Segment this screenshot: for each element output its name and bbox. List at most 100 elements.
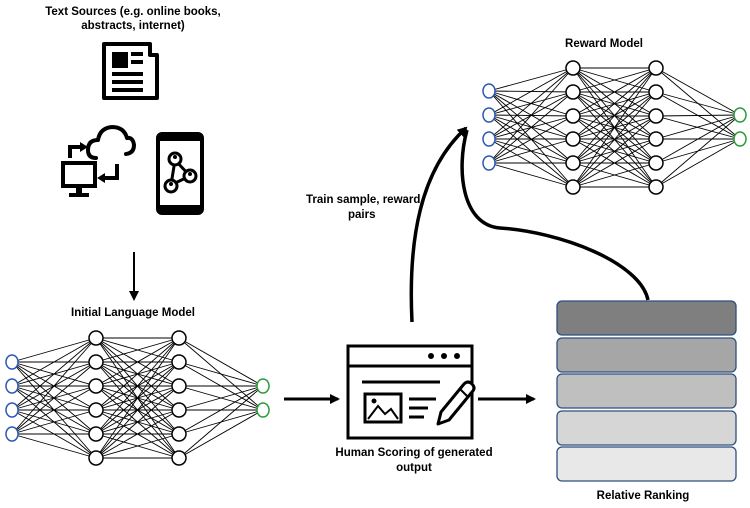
initial-model-hidden-node xyxy=(88,330,104,346)
reward-model-connection xyxy=(655,91,741,116)
initial-model-input-node xyxy=(5,354,19,370)
initial-language-model-network xyxy=(5,330,270,466)
train-sample-label-line2: pairs xyxy=(348,209,376,221)
initial-model-title: Initial Language Model xyxy=(71,307,195,319)
initial-model-connection xyxy=(11,337,97,411)
initial-model-connection xyxy=(178,385,264,411)
reward-model-connection xyxy=(655,114,741,140)
reward-model-input-node xyxy=(482,83,496,99)
newspaper-icon xyxy=(102,42,159,100)
initial-model-connection xyxy=(178,385,264,435)
initial-model-hidden-node xyxy=(171,402,187,418)
reward-model-connection xyxy=(572,162,657,188)
initial-model-connection xyxy=(11,433,97,459)
initial-model-connection xyxy=(178,385,264,459)
reward-model-hidden-node xyxy=(648,108,664,124)
initial-model-connection xyxy=(95,385,180,459)
reward-model-connection xyxy=(655,114,741,164)
initial-model-output-node xyxy=(256,402,270,418)
initial-model-connection xyxy=(178,409,264,459)
reward-model-connection xyxy=(572,67,657,117)
train-sample-label-line1: Train sample, reward xyxy=(306,194,420,206)
reward-model-connection xyxy=(488,115,574,164)
reward-model-hidden-node xyxy=(565,131,581,147)
reward-model-input-node xyxy=(482,131,496,147)
initial-model-hidden-node xyxy=(171,450,187,466)
initial-model-connection xyxy=(95,337,180,411)
initial-model-connection xyxy=(11,385,97,435)
initial-model-connection xyxy=(11,337,97,387)
initial-model-connection xyxy=(11,409,97,435)
initial-model-hidden-node xyxy=(171,426,187,442)
reward-model-hidden-node xyxy=(648,179,664,195)
initial-model-hidden-node xyxy=(171,330,187,346)
initial-model-hidden-node xyxy=(171,378,187,394)
reward-model-connection xyxy=(655,114,741,117)
initial-model-hidden-node xyxy=(88,354,104,370)
reward-model-connection xyxy=(572,67,657,140)
reward-model-connection xyxy=(488,162,574,188)
initial-model-connection xyxy=(95,337,180,387)
reward-model-connection xyxy=(488,67,574,164)
ranking-tier-1 xyxy=(556,300,737,336)
initial-model-connection xyxy=(95,361,180,459)
initial-model-connection xyxy=(95,337,180,363)
reward-model-connection xyxy=(488,91,574,164)
reward-model-hidden-node xyxy=(648,84,664,100)
reward-model-network xyxy=(482,60,747,195)
reward-model-connection xyxy=(572,67,657,188)
reward-model-output-node xyxy=(733,107,747,123)
reward-model-hidden-node xyxy=(565,60,581,76)
cloud-sync-computer-icon xyxy=(61,125,136,197)
reward-model-input-node xyxy=(482,107,496,123)
reward-model-hidden-node xyxy=(648,60,664,76)
reward-model-connection xyxy=(572,67,657,93)
initial-model-connection xyxy=(178,361,264,387)
reward-model-connection xyxy=(488,67,574,140)
relative-ranking-label: Relative Ranking xyxy=(597,490,690,502)
reward-model-connection xyxy=(655,138,741,188)
reward-model-connection xyxy=(572,91,657,188)
text-sources-title-line2: abstracts, internet) xyxy=(81,20,185,32)
train-pairs-arrow xyxy=(409,126,468,323)
reward-model-connection xyxy=(572,138,657,188)
initial-model-connection xyxy=(11,361,97,435)
ranking-tier-5 xyxy=(556,446,737,482)
ranking-tier-2 xyxy=(556,337,737,373)
reward-model-output-node xyxy=(733,131,747,147)
reward-model-hidden-node xyxy=(565,179,581,195)
initial-model-input-node xyxy=(5,378,19,394)
reward-model-hidden-node xyxy=(648,131,664,147)
reward-model-connection xyxy=(655,67,741,116)
reward-model-hidden-node xyxy=(565,108,581,124)
reward-model-title: Reward Model xyxy=(565,38,643,50)
reward-model-hidden-node xyxy=(648,155,664,171)
ranking-tier-4 xyxy=(556,410,737,446)
initial-model-hidden-node xyxy=(88,378,104,394)
initial-model-hidden-node xyxy=(88,426,104,442)
relative-ranking-stack xyxy=(556,300,737,482)
reward-model-input-node xyxy=(482,155,496,171)
reward-model-connection xyxy=(655,114,741,188)
smartphone-network-icon xyxy=(156,132,204,215)
human-scoring-label-line2: output xyxy=(396,462,432,474)
text-sources-title-line1: Text Sources (e.g. online books, xyxy=(45,6,221,18)
initial-model-connection xyxy=(178,337,264,387)
ranking-tier-3 xyxy=(556,373,737,409)
initial-model-connection xyxy=(95,433,180,459)
ranking-to-reward-curve xyxy=(460,129,650,301)
initial-model-output-node xyxy=(256,378,270,394)
initial-model-hidden-node xyxy=(171,354,187,370)
reward-model-connection xyxy=(488,138,574,164)
reward-model-connection xyxy=(572,67,657,164)
reward-model-connection xyxy=(655,115,741,140)
initial-model-connection xyxy=(95,337,180,459)
reward-model-hidden-node xyxy=(565,155,581,171)
reward-model-connection xyxy=(488,67,574,116)
initial-model-input-node xyxy=(5,426,19,442)
initial-model-connection xyxy=(95,409,180,459)
initial-model-connection xyxy=(95,337,180,435)
initial-model-hidden-node xyxy=(88,450,104,466)
reward-model-connection xyxy=(572,115,657,188)
